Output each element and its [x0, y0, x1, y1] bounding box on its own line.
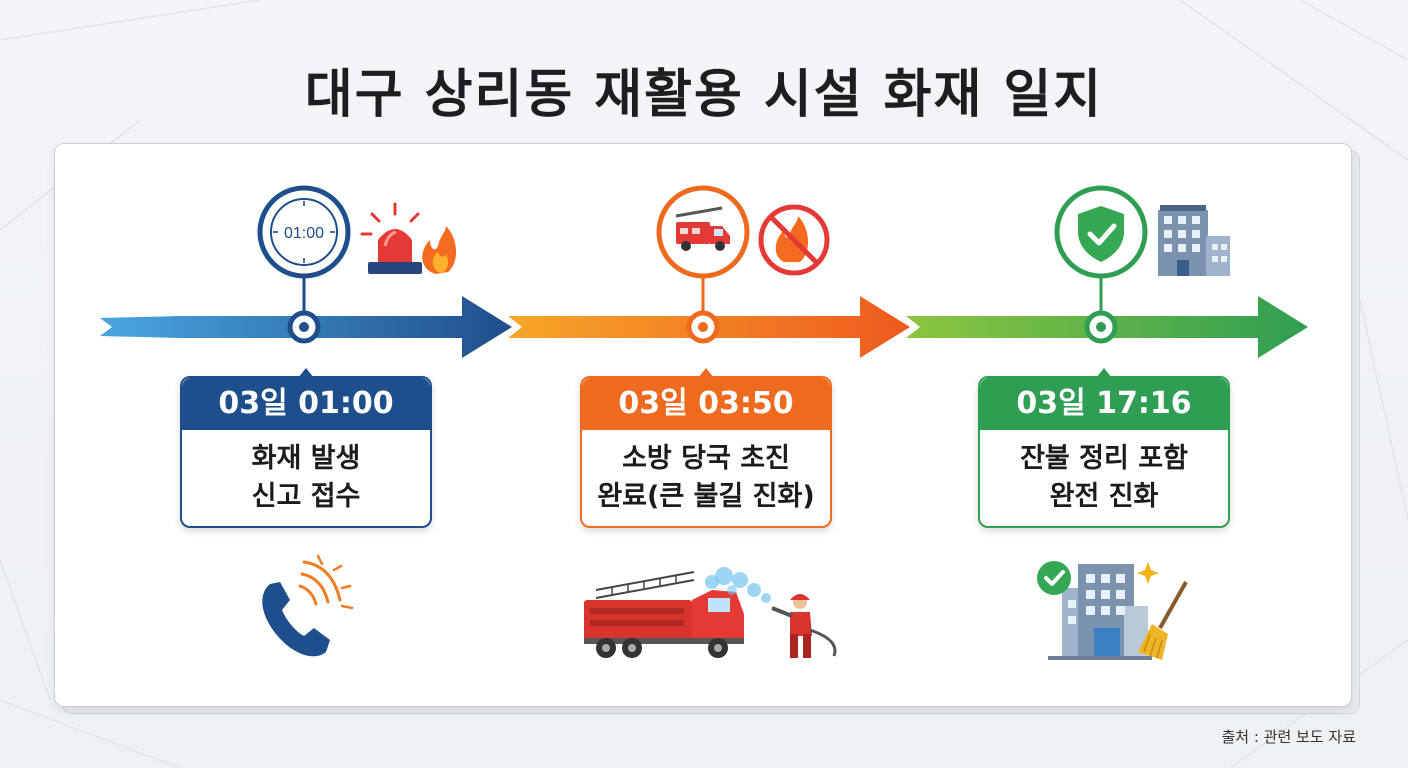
clock-icon: 01:00	[257, 185, 351, 279]
water-spray	[705, 567, 771, 603]
fire-engine-icon	[584, 571, 744, 658]
event-description-1-line-1: 화재 발생	[251, 443, 361, 474]
event-time-1: 03일 01:00	[182, 378, 430, 430]
building-icon	[1158, 205, 1230, 276]
fire-truck-icon	[656, 185, 750, 279]
siren-icon	[360, 202, 422, 274]
event-description-2-line-1: 소방 당국 초진	[622, 443, 790, 474]
fire-icon	[422, 226, 457, 274]
phone-icon	[262, 554, 354, 657]
no-fire-icon	[758, 204, 830, 276]
broom-icon	[1138, 581, 1188, 660]
firefighter-icon	[771, 594, 837, 658]
clean-building-icon	[1037, 561, 1159, 660]
shield-check-icon	[1054, 185, 1148, 279]
clock-text: 01:00	[284, 225, 324, 242]
event-description-1-line-2: 신고 접수	[251, 481, 361, 512]
event-description-3: 잔불 정리 포함 완전 진화	[980, 430, 1228, 516]
event-description-3-line-2: 완전 진화	[1049, 481, 1159, 512]
event-card-1: 03일 01:00 화재 발생 신고 접수	[180, 368, 432, 528]
event-time-2: 03일 03:50	[582, 378, 830, 430]
event-card-2: 03일 03:50 소방 당국 초진 완료(큰 불길 진화)	[580, 368, 832, 528]
event-card-3: 03일 17:16 잔불 정리 포함 완전 진화	[978, 368, 1230, 528]
event-description-3-line-1: 잔불 정리 포함	[1020, 443, 1188, 474]
event-description-1: 화재 발생 신고 접수	[182, 430, 430, 516]
event-description-2-line-2: 완료(큰 불길 진화)	[597, 481, 815, 512]
event-description-2: 소방 당국 초진 완료(큰 불길 진화)	[582, 430, 830, 516]
source-note: 출처 : 관련 보도 자료	[1221, 728, 1356, 746]
page-title: 대구 상리동 재활용 시설 화재 일지	[304, 65, 1104, 125]
event-time-3: 03일 17:16	[980, 378, 1228, 430]
